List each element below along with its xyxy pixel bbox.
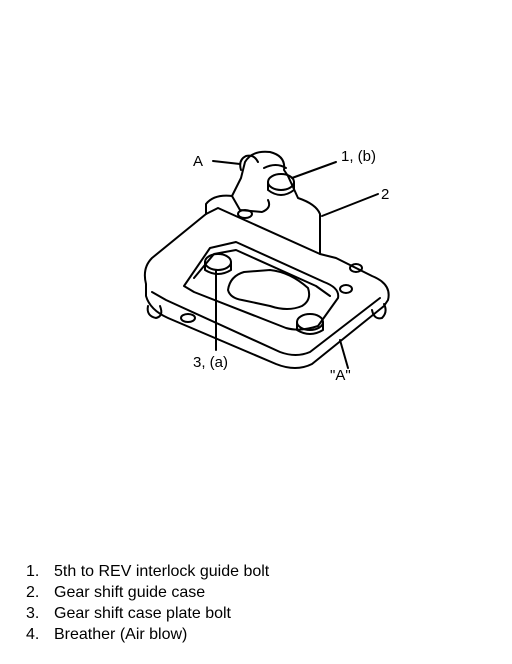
gear-shift-case-diagram: A 1, (b) 2 3, (a) "A" — [143, 148, 390, 384]
leader-1b — [291, 161, 337, 179]
plate-bolt-a — [204, 253, 232, 271]
callout-bolt-3a: 3, (a) — [193, 354, 228, 371]
flange-hole-3 — [339, 284, 353, 294]
flange-hole-2 — [237, 209, 253, 219]
lug-left — [146, 305, 163, 319]
parts-legend: 1. 5th to REV interlock guide bolt 2. Gear… — [26, 561, 269, 645]
legend-item: 2. Gear shift guide case — [26, 582, 269, 603]
legend-label: Gear shift guide case — [54, 584, 206, 601]
gasket-frame — [183, 241, 340, 331]
flange-hole-4 — [349, 263, 363, 273]
guide-case-ridge — [231, 195, 271, 213]
legend-label: 5th to REV interlock guide bolt — [54, 563, 270, 580]
callout-bolt-1b: 1, (b) — [341, 148, 376, 165]
legend-item: 1. 5th to REV interlock guide bolt — [26, 561, 269, 582]
legend-item: 3. Gear shift case plate bolt — [26, 603, 269, 624]
callout-a-top: A — [193, 153, 203, 170]
legend-number: 2. — [26, 584, 40, 601]
legend-label: Gear shift case plate bolt — [54, 605, 231, 622]
flange-hole-1 — [180, 313, 196, 323]
leader-a-quoted — [339, 339, 349, 369]
lug-right — [371, 303, 387, 320]
leader-a-top — [212, 160, 241, 165]
callout-a-quoted: "A" — [330, 367, 351, 384]
legend-label: Breather (Air blow) — [54, 626, 188, 643]
legend-number: 4. — [26, 626, 40, 643]
guide-case-body — [205, 150, 321, 255]
legend-item: 4. Breather (Air blow) — [26, 624, 269, 645]
leader-2 — [321, 193, 379, 217]
legend-number: 1. — [26, 563, 40, 580]
callout-case-2: 2 — [381, 186, 389, 203]
legend-number: 3. — [26, 605, 40, 622]
inner-plate — [227, 269, 311, 310]
